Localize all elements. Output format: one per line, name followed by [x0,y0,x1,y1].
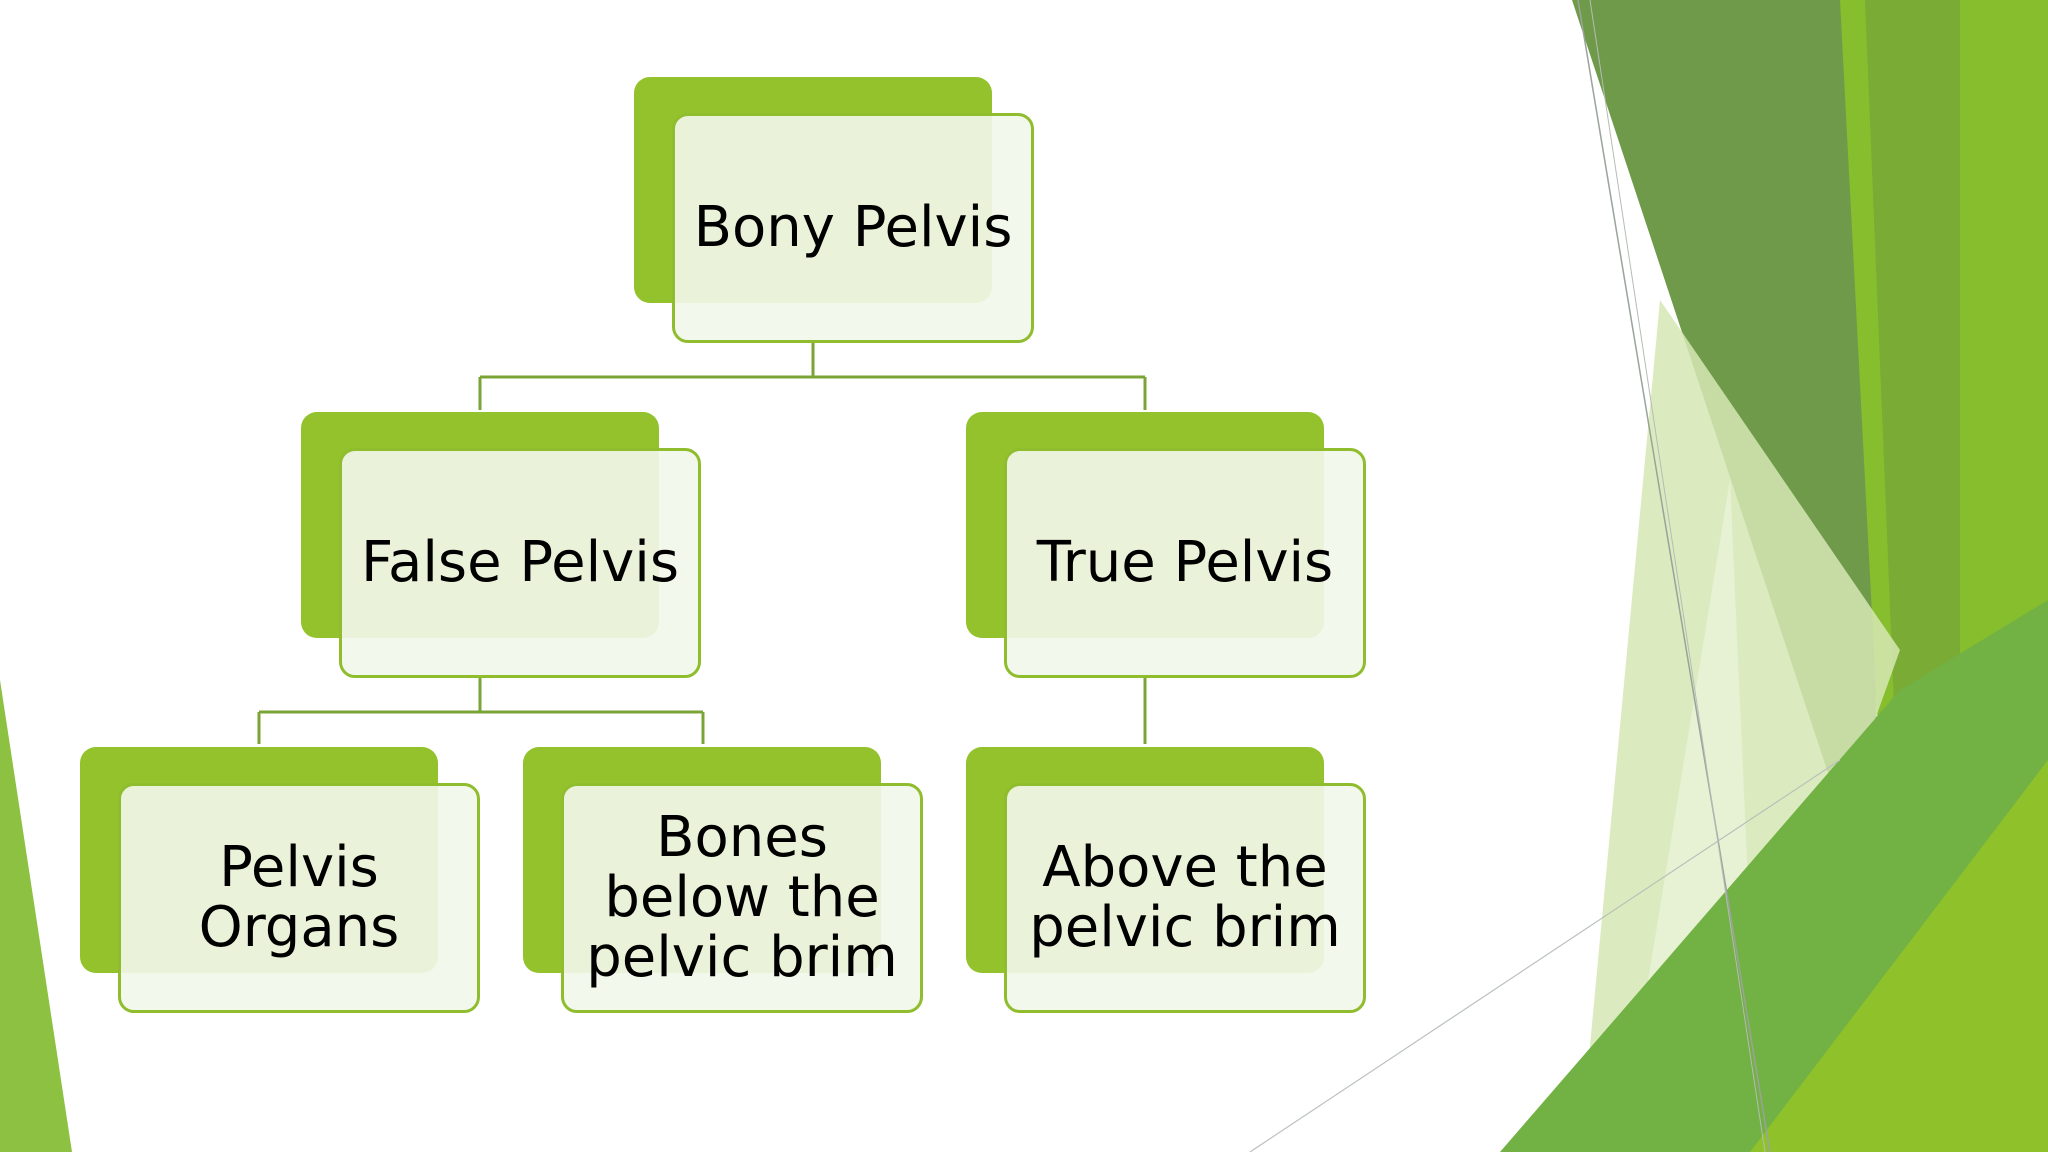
node-card [1004,783,1366,1013]
node-card [339,448,701,678]
left-green-shard [0,680,72,1152]
bottom-bright-shard [1750,760,2048,1152]
node-card [118,783,480,1013]
thin-line-3 [1249,759,1841,1152]
node-card [561,783,923,1013]
thin-line-1 [1577,0,1771,1152]
node-label-true-pelvis: True Pelvis [1036,530,1334,595]
node-label-bony-pelvis: Bony Pelvis [693,195,1013,260]
connector-false-pelvis-to-children [257,678,705,744]
node-label-above-brim: Above the pelvic brim [1029,835,1341,960]
node-label-pelvis-organs: Pelvis Organs [198,835,400,960]
thin-line-2 [1589,0,1766,1152]
right-mid-shard [1865,0,1960,850]
node-label-false-pelvis: False Pelvis [360,530,680,595]
node-card [1004,448,1366,678]
node-card [672,113,1034,343]
connector-root-to-level2 [478,343,1147,410]
node-label-bones-below-brim: Bones below the pelvic brim [586,805,898,990]
